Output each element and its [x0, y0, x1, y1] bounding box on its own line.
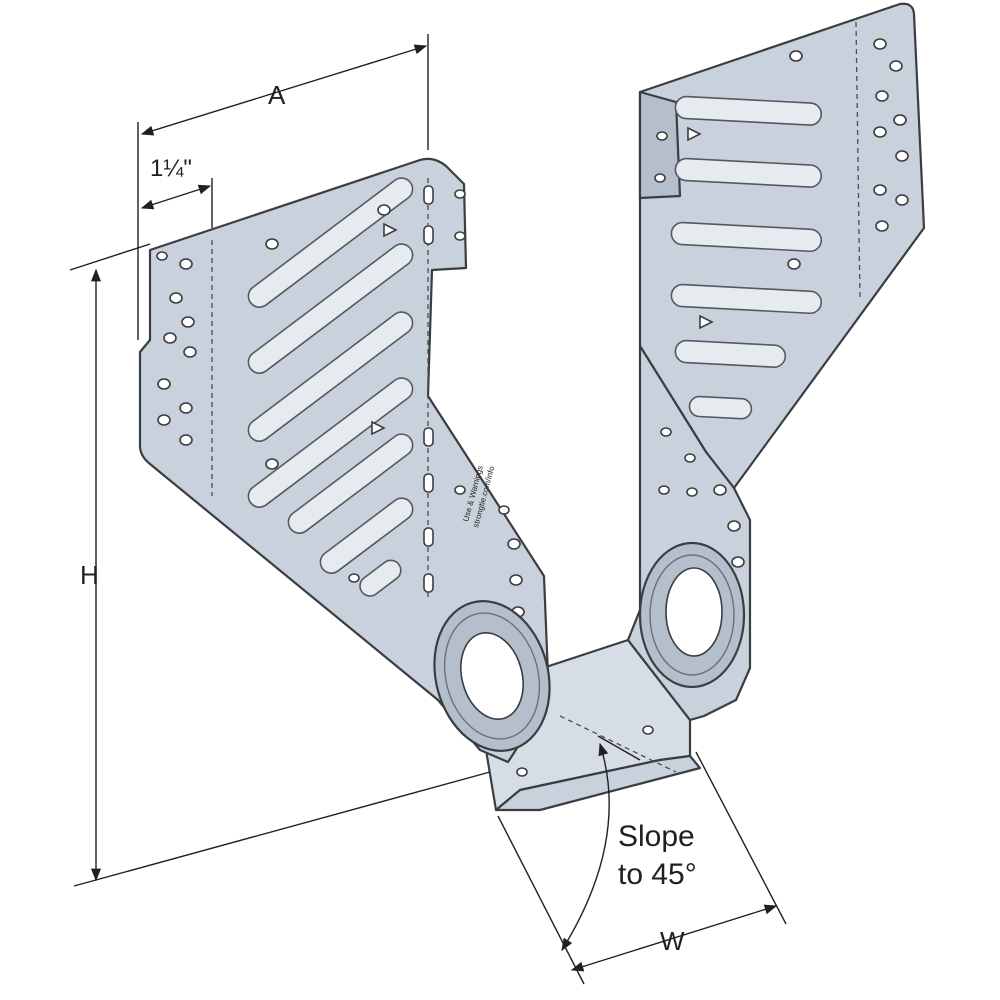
right-plate-slots — [670, 95, 823, 420]
label-h: H — [80, 560, 99, 590]
left-plate-slots — [247, 177, 414, 597]
dimension-a — [137, 34, 429, 340]
left-pipe-hole — [433, 600, 551, 777]
label-slope-line-2: to 45° — [618, 858, 697, 891]
left-side-plate: Use & Warnings strongtie.com/info — [138, 157, 551, 777]
label-a: A — [268, 80, 286, 110]
right-lower-wing — [626, 344, 752, 722]
dimension-h — [69, 243, 491, 887]
slope-arc — [561, 735, 641, 952]
dimension-w — [497, 751, 787, 985]
right-side-plate — [638, 2, 926, 490]
dimension-offset — [140, 178, 213, 228]
label-offset: 1¼" — [150, 155, 192, 182]
label-slope-line-1: Slope — [618, 820, 695, 853]
left-plate-holes — [156, 185, 525, 618]
label-w: W — [660, 926, 685, 956]
right-plate-holes — [654, 38, 909, 330]
